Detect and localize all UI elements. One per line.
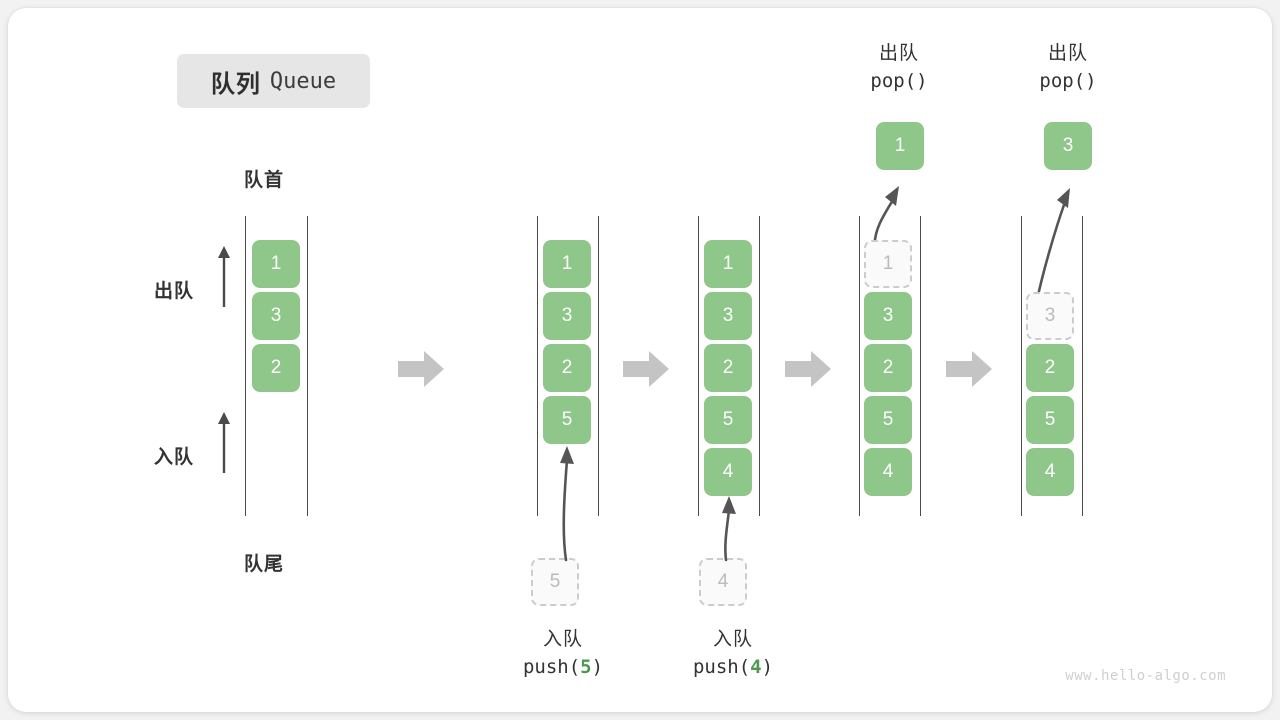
queue-rail-right bbox=[759, 216, 760, 516]
dequeue-motion-arrow-icon bbox=[1035, 188, 1070, 302]
arrow-right-icon bbox=[946, 351, 992, 387]
queue-element: 3 bbox=[252, 292, 300, 340]
title-chinese: 队列 bbox=[210, 70, 261, 98]
queue-element: 2 bbox=[543, 344, 591, 392]
push-5-caption-line1: 入队 bbox=[542, 629, 583, 650]
title-english: Queue bbox=[269, 68, 337, 94]
queue-rail-right bbox=[598, 216, 599, 516]
queue-element-new: 4 bbox=[704, 448, 752, 496]
queue-ghost-element: 4 bbox=[699, 558, 747, 606]
queue-element: 3 bbox=[543, 292, 591, 340]
push-5-caption-line2: push(5) bbox=[522, 655, 604, 678]
queue-element: 5 bbox=[1026, 396, 1074, 444]
pop-3-caption-line1: 出队 bbox=[1047, 43, 1088, 64]
queue-element: 1 bbox=[252, 240, 300, 288]
site-watermark: www.hello-algo.com bbox=[1065, 668, 1226, 684]
pop-1-caption-line2: pop() bbox=[870, 69, 928, 92]
queue-element: 2 bbox=[252, 344, 300, 392]
queue-element: 2 bbox=[1026, 344, 1074, 392]
dequeue-direction-arrow-icon bbox=[218, 246, 230, 307]
queue-rail-right bbox=[920, 216, 921, 516]
queue-element: 2 bbox=[704, 344, 752, 392]
queue-element: 2 bbox=[864, 344, 912, 392]
queue-element: 3 bbox=[864, 292, 912, 340]
queue-rail-left bbox=[537, 216, 538, 516]
queue-ghost-element: 1 bbox=[864, 240, 912, 288]
pop-1-caption-line1: 出队 bbox=[878, 43, 919, 64]
dequeue-legend-label: 出队 bbox=[154, 281, 195, 302]
queue-element: 5 bbox=[704, 396, 752, 444]
queue-element: 1 bbox=[704, 240, 752, 288]
queue-element: 1 bbox=[543, 240, 591, 288]
queue-rail-right bbox=[1082, 216, 1083, 516]
arrow-right-icon bbox=[785, 351, 831, 387]
queue-rail-left bbox=[698, 216, 699, 516]
queue-ghost-element: 5 bbox=[531, 558, 579, 606]
queue-element-new: 5 bbox=[543, 396, 591, 444]
queue-ghost-element: 3 bbox=[1026, 292, 1074, 340]
queue-element: 3 bbox=[704, 292, 752, 340]
queue-rail-right bbox=[307, 216, 308, 516]
queue-rail-left bbox=[859, 216, 860, 516]
queue-front-label: 队首 bbox=[244, 170, 285, 191]
queue-rail-left bbox=[245, 216, 246, 516]
queue-rail-left bbox=[1021, 216, 1022, 516]
push-4-caption: 入队 push(4) bbox=[658, 626, 808, 681]
diagram-title-badge: 队列 Queue bbox=[177, 54, 370, 108]
enqueue-legend-label: 入队 bbox=[154, 447, 195, 468]
pop-1-caption: 出队 pop() bbox=[824, 40, 974, 95]
arrow-right-icon bbox=[623, 351, 669, 387]
diagram-card: 队列 Queue 队首 队尾 出队 入队 1 3 2 bbox=[8, 8, 1272, 712]
enqueue-motion-arrow-icon bbox=[722, 496, 736, 562]
popped-element: 1 bbox=[876, 122, 924, 170]
enqueue-direction-arrow-icon bbox=[218, 412, 230, 473]
queue-element: 4 bbox=[1026, 448, 1074, 496]
queue-rear-label: 队尾 bbox=[244, 554, 285, 575]
pop-3-caption-line2: pop() bbox=[1039, 69, 1097, 92]
arrow-right-icon bbox=[398, 351, 444, 387]
enqueue-motion-arrow-icon bbox=[560, 446, 574, 562]
queue-element: 5 bbox=[864, 396, 912, 444]
queue-element: 4 bbox=[864, 448, 912, 496]
push-4-caption-line2: push(4) bbox=[692, 655, 774, 678]
popped-element: 3 bbox=[1044, 122, 1092, 170]
push-5-caption: 入队 push(5) bbox=[488, 626, 638, 681]
push-4-caption-line1: 入队 bbox=[712, 629, 753, 650]
pop-3-caption: 出队 pop() bbox=[993, 40, 1143, 95]
